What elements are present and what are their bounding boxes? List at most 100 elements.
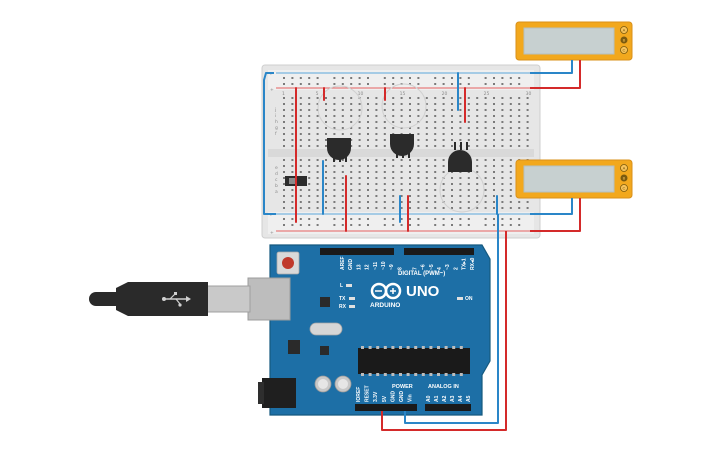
- row-letter: d: [275, 171, 278, 177]
- row-letter: g: [275, 126, 278, 131]
- wire-lcd-bottom-vcc: [530, 198, 581, 232]
- column-number: 20: [442, 91, 448, 97]
- lcd-button-a[interactable]: [620, 164, 628, 172]
- power-jack-lip: [258, 382, 264, 404]
- rx-label: RX: [339, 304, 347, 310]
- wire-lcd-bottom-gnd: [530, 198, 573, 215]
- lcd-screen: [523, 165, 615, 193]
- arduino-logo-icon: [370, 282, 402, 300]
- rail-plus-label-bottom: +: [270, 230, 274, 236]
- power-pin-label: RESET: [365, 385, 371, 402]
- lcd-button-a[interactable]: [620, 26, 628, 34]
- analog-pin-label: A1: [434, 395, 440, 402]
- lcd-display-top[interactable]: A B C: [515, 21, 633, 61]
- rail-minus-label: -: [270, 73, 272, 78]
- power-pin-label: GND: [399, 391, 405, 403]
- digital-pin-label: ~10: [381, 261, 387, 270]
- digital-pin-label: GND: [348, 259, 354, 271]
- digital-pin-label: 8: [397, 267, 403, 270]
- usb-chip: [320, 297, 330, 307]
- digital-pin-label: AREF: [340, 256, 346, 270]
- arduino-brand-text: ARDUINO: [370, 302, 400, 309]
- power-header: [355, 404, 417, 411]
- atmega-pins: [361, 346, 463, 376]
- digital-pin-label: ~3: [445, 264, 451, 270]
- temp-sensor-1[interactable]: [327, 138, 351, 162]
- atmega-chip: [358, 348, 470, 374]
- row-letter: a: [275, 190, 278, 195]
- lcd-screen: [523, 27, 615, 55]
- digital-pin-label: 2: [453, 267, 459, 270]
- small-chip: [320, 346, 329, 355]
- usb-b-port[interactable]: [247, 277, 291, 321]
- digital-pin-label: 13: [356, 264, 362, 270]
- power-pin-label: 5V: [382, 395, 388, 402]
- analog-pin-label: A2: [442, 395, 448, 402]
- power-label: POWER: [392, 384, 413, 390]
- power-jack[interactable]: [262, 378, 296, 408]
- column-number: 15: [400, 91, 406, 97]
- wire-lcd-top-vcc: [530, 60, 581, 89]
- lcd-button-b[interactable]: [620, 36, 628, 44]
- lcd-button-c[interactable]: [620, 184, 628, 192]
- lcd-button-b-label: B: [623, 38, 626, 43]
- column-number: 30: [526, 91, 532, 97]
- usb-plug-metal: [205, 285, 251, 313]
- breadboard-wires: [295, 72, 498, 232]
- analog-header: [425, 404, 471, 411]
- column-number: 10: [358, 91, 364, 97]
- lcd-button-c-label: C: [623, 186, 626, 191]
- wire-left-gnd-link: [263, 72, 276, 215]
- temp-sensor-3[interactable]: [448, 142, 472, 172]
- column-number: 1: [282, 91, 285, 97]
- tx-label: TX: [339, 296, 346, 302]
- on-label: ON: [465, 296, 473, 302]
- temp-sensor-2[interactable]: [390, 134, 414, 158]
- lcd-display-bottom[interactable]: A B C: [515, 159, 633, 199]
- rail-plus-label: +: [270, 87, 274, 93]
- analog-pin-label: A3: [450, 395, 456, 402]
- wire-5v-to-rail: [381, 231, 507, 431]
- lcd-button-b[interactable]: [620, 174, 628, 182]
- analog-pin-label: A5: [466, 395, 472, 402]
- row-letter: h: [275, 119, 278, 125]
- analog-pin-label: A4: [458, 395, 464, 402]
- wire-lcd-top-gnd: [530, 60, 573, 74]
- digital-pin-label: 12: [365, 264, 371, 270]
- row-letter: e: [275, 166, 278, 171]
- digital-header-right: [404, 248, 474, 255]
- tx-led: [349, 297, 355, 300]
- lcd-button-b-label: B: [623, 176, 626, 181]
- digital-pin-label: ~6: [421, 264, 427, 270]
- row-letter: j: [274, 107, 276, 113]
- power-pin-label: 3.3V: [373, 391, 379, 402]
- lcd-button-c[interactable]: [620, 46, 628, 54]
- digital-pin-label: TX▸1: [462, 258, 468, 270]
- usb-strain-relief: [89, 292, 118, 306]
- digital-pin-label: ~9: [389, 264, 395, 270]
- uno-logo-text: UNO: [406, 283, 440, 300]
- capacitor-1-top: [318, 379, 328, 389]
- digital-pin-label: RX◂0: [470, 258, 476, 270]
- reset-button-cap[interactable]: [282, 257, 294, 269]
- rx-led: [349, 305, 355, 308]
- digital-label: DIGITAL (PWM~): [398, 271, 445, 277]
- capacitor-2-top: [338, 379, 348, 389]
- lcd-button-c-label: C: [623, 48, 626, 53]
- rail-minus-label-bottom: -: [270, 214, 272, 219]
- row-letter: i: [275, 113, 276, 119]
- lcd-button-a-label: A: [623, 166, 626, 171]
- crystal-oscillator: [309, 322, 343, 336]
- column-number: 5: [316, 91, 319, 97]
- column-number: 25: [484, 91, 490, 97]
- row-letter: f: [275, 131, 277, 137]
- row-letter: c: [275, 178, 278, 183]
- digital-header-left: [320, 248, 394, 255]
